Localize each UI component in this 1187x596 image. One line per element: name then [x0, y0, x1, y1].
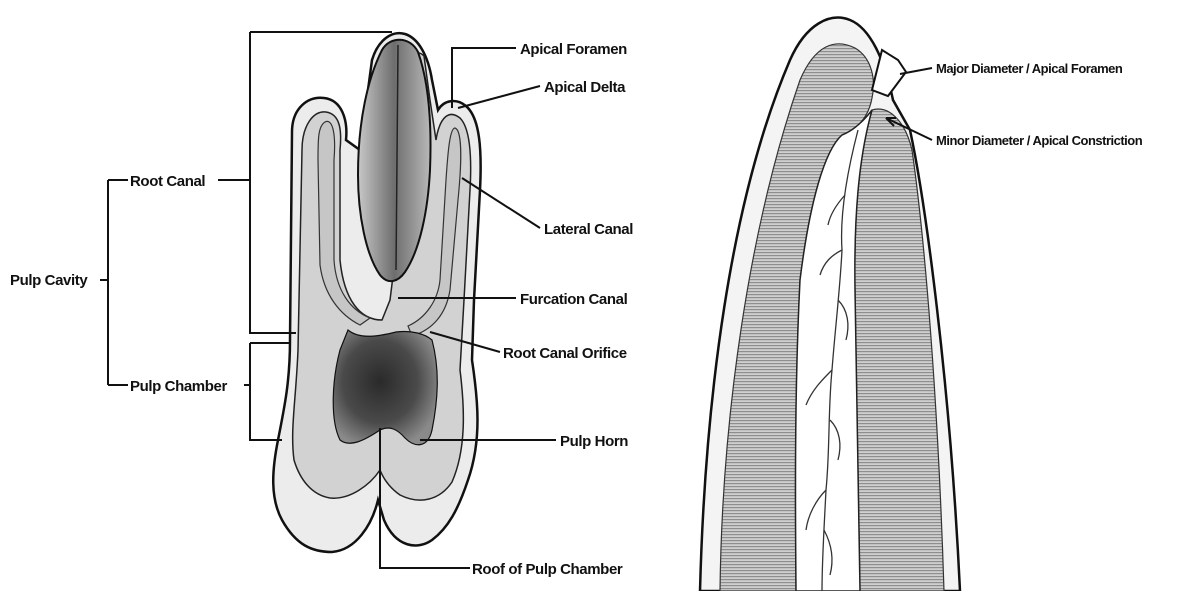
label-furcation-canal: Furcation Canal — [520, 291, 628, 308]
label-lateral-canal: Lateral Canal — [544, 221, 633, 238]
label-root-canal: Root Canal — [130, 173, 205, 190]
label-apical-delta: Apical Delta — [544, 79, 626, 96]
label-pulp-horn: Pulp Horn — [560, 433, 628, 450]
dentin-right — [855, 109, 944, 591]
label-apical-foramen: Apical Foramen — [520, 41, 627, 58]
pulp-chamber-shape — [333, 330, 437, 445]
label-pulp-chamber: Pulp Chamber — [130, 378, 227, 395]
label-pulp-cavity: Pulp Cavity — [10, 272, 88, 289]
molar-diagram — [273, 33, 480, 560]
label-minor-diameter: Minor Diameter / Apical Constriction — [936, 133, 1143, 148]
apex-diagram — [700, 18, 960, 591]
label-roof-of-pulp-chamber: Roof of Pulp Chamber — [472, 561, 623, 578]
label-root-canal-orifice: Root Canal Orifice — [503, 345, 627, 362]
label-major-diameter: Major Diameter / Apical Foramen — [936, 61, 1123, 76]
